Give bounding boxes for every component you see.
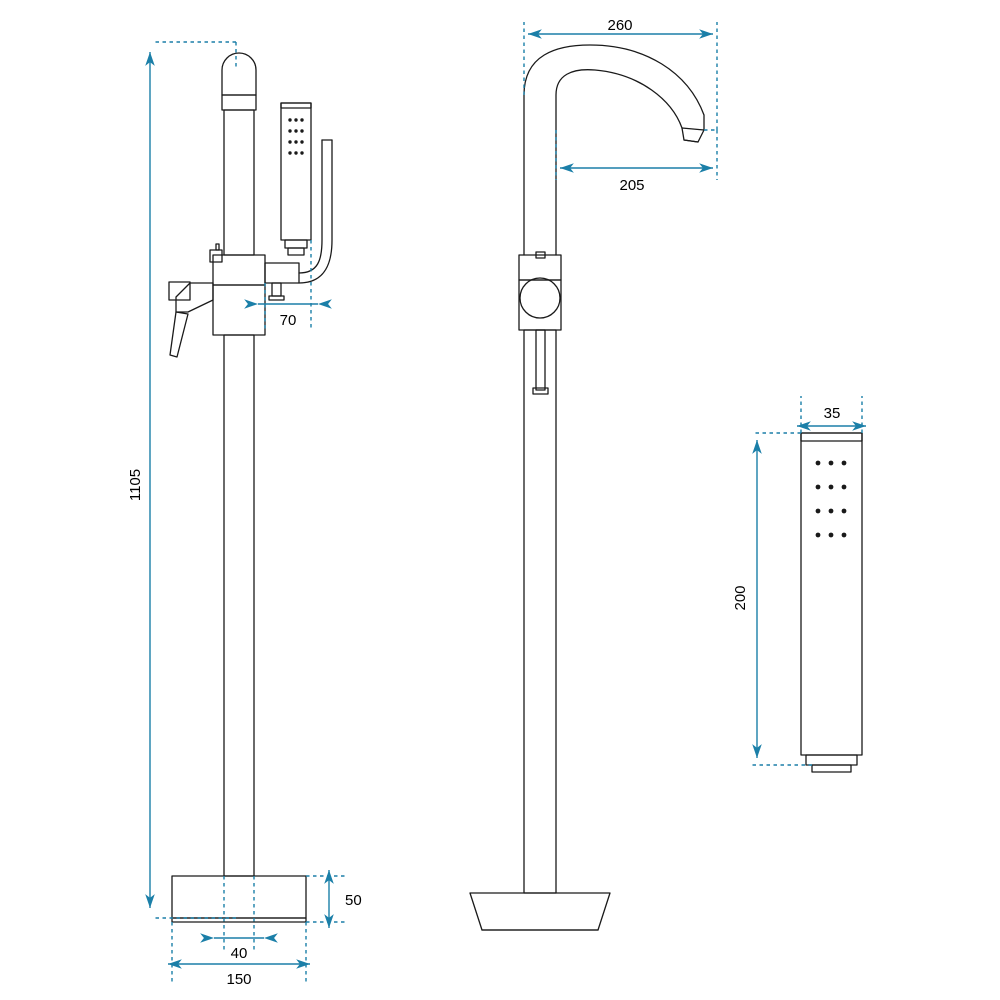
dimension-label-base-height: 50 <box>345 892 362 909</box>
dimension-handset-width: 35 <box>797 396 866 433</box>
front-view: 1105 70 50 40 150 <box>127 41 362 988</box>
side-view-outline <box>469 44 705 931</box>
dimension-label-handset-length: 200 <box>732 585 749 610</box>
dimension-spout-outlet-reach: 205 <box>555 130 718 194</box>
dimension-label-column-width: 40 <box>231 945 248 962</box>
dimension-base-height: 50 <box>306 870 362 928</box>
dimension-label-base-width: 150 <box>226 971 251 988</box>
dimension-label-handset-width: 35 <box>824 405 841 422</box>
dimension-spout-offset: 70 <box>244 240 332 330</box>
dimension-column-width: 40 <box>200 876 278 962</box>
dimension-label-spout-overall-reach: 260 <box>607 17 632 34</box>
dimension-label-height-total: 1105 <box>127 469 144 501</box>
dimension-spout-overall-reach: 260 <box>523 17 718 131</box>
side-view: 260 205 <box>469 17 718 931</box>
dimension-height-total: 1105 <box>127 41 237 919</box>
handshower-outline <box>800 432 863 773</box>
dimension-label-spout-outlet-reach: 205 <box>619 177 644 194</box>
dimension-label-spout-offset: 70 <box>280 312 297 329</box>
handshower-view: 35 200 <box>732 396 866 773</box>
dimension-handset-length: 200 <box>732 432 812 766</box>
dimension-base-width: 150 <box>167 922 310 988</box>
front-view-outline <box>168 52 333 923</box>
